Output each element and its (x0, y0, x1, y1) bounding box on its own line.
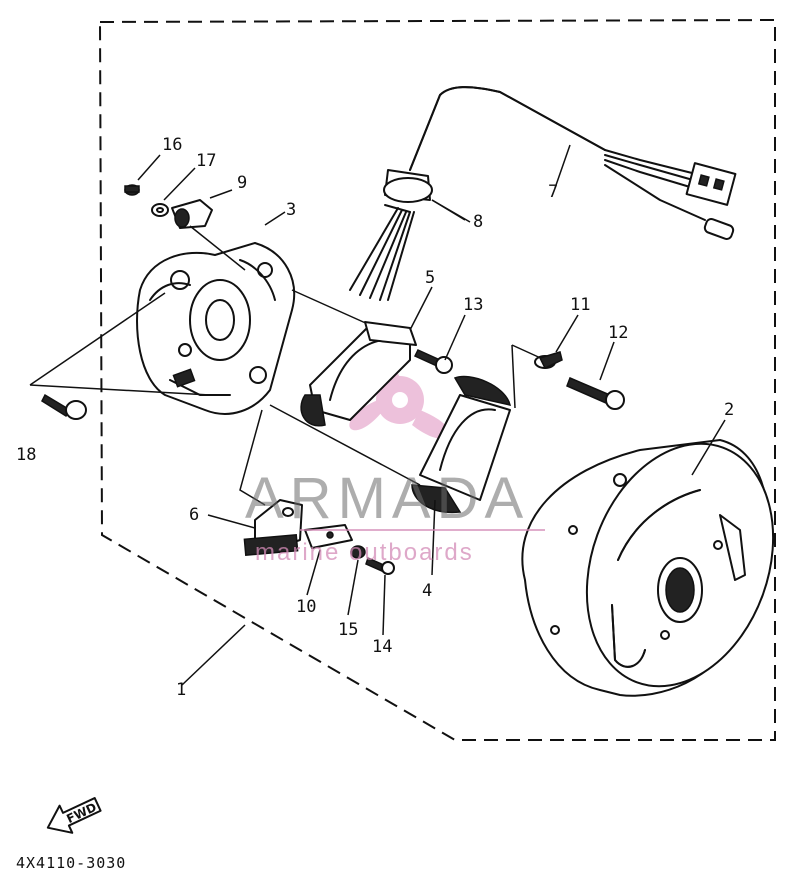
callout-6: 6 (189, 505, 199, 525)
bolt-12-part (566, 377, 625, 410)
callout-18: 18 (16, 445, 36, 465)
callout-15: 15 (338, 620, 358, 640)
screw-18-part (29, 292, 211, 420)
watermark: ARMADA marine outboards (245, 466, 545, 566)
callout-4: 4 (422, 581, 432, 601)
callout-1: 1 (176, 680, 186, 700)
watermark-brand: ARMADA (245, 466, 529, 531)
callout-14: 14 (372, 637, 392, 657)
callout-17: 17 (196, 151, 216, 171)
watermark-tagline: marine outboards (255, 539, 474, 566)
callout-10: 10 (296, 597, 316, 617)
pulser-coil-4-part (411, 375, 512, 514)
clamp-9-part (171, 199, 246, 271)
callout-5: 5 (425, 268, 435, 288)
lead-wire-7-part (409, 86, 737, 240)
callout-13: 13 (463, 295, 483, 315)
stator-base-part (136, 242, 296, 415)
washer-17-part (151, 203, 169, 217)
callout-leaders (137, 144, 726, 686)
callout-8: 8 (473, 212, 483, 232)
grommet-8-part (349, 169, 466, 301)
callout-16: 16 (162, 135, 182, 155)
flywheel-2-part (521, 439, 775, 697)
bolt-13-part (413, 349, 453, 374)
screw-11-part (534, 351, 563, 369)
charge-coil-5-part (300, 321, 417, 427)
callout-11: 11 (570, 295, 590, 315)
diagram-code: 4X4110-3030 (16, 854, 126, 872)
fwd-arrow-icon: FWD (46, 797, 102, 834)
washer-15-part (350, 545, 366, 559)
assembly-boundary (99, 18, 776, 741)
sensor-6-part (243, 499, 303, 557)
callout-12: 12 (608, 323, 628, 343)
callout-7: 7 (548, 182, 558, 202)
screw-14-part (365, 556, 395, 575)
callout-labels: 1 2 3 4 5 6 7 8 9 10 11 12 13 14 15 16 1… (16, 135, 734, 700)
callout-3: 3 (286, 200, 296, 220)
bolt-16-part (124, 184, 140, 196)
callout-2: 2 (724, 400, 734, 420)
callout-9: 9 (237, 173, 247, 193)
